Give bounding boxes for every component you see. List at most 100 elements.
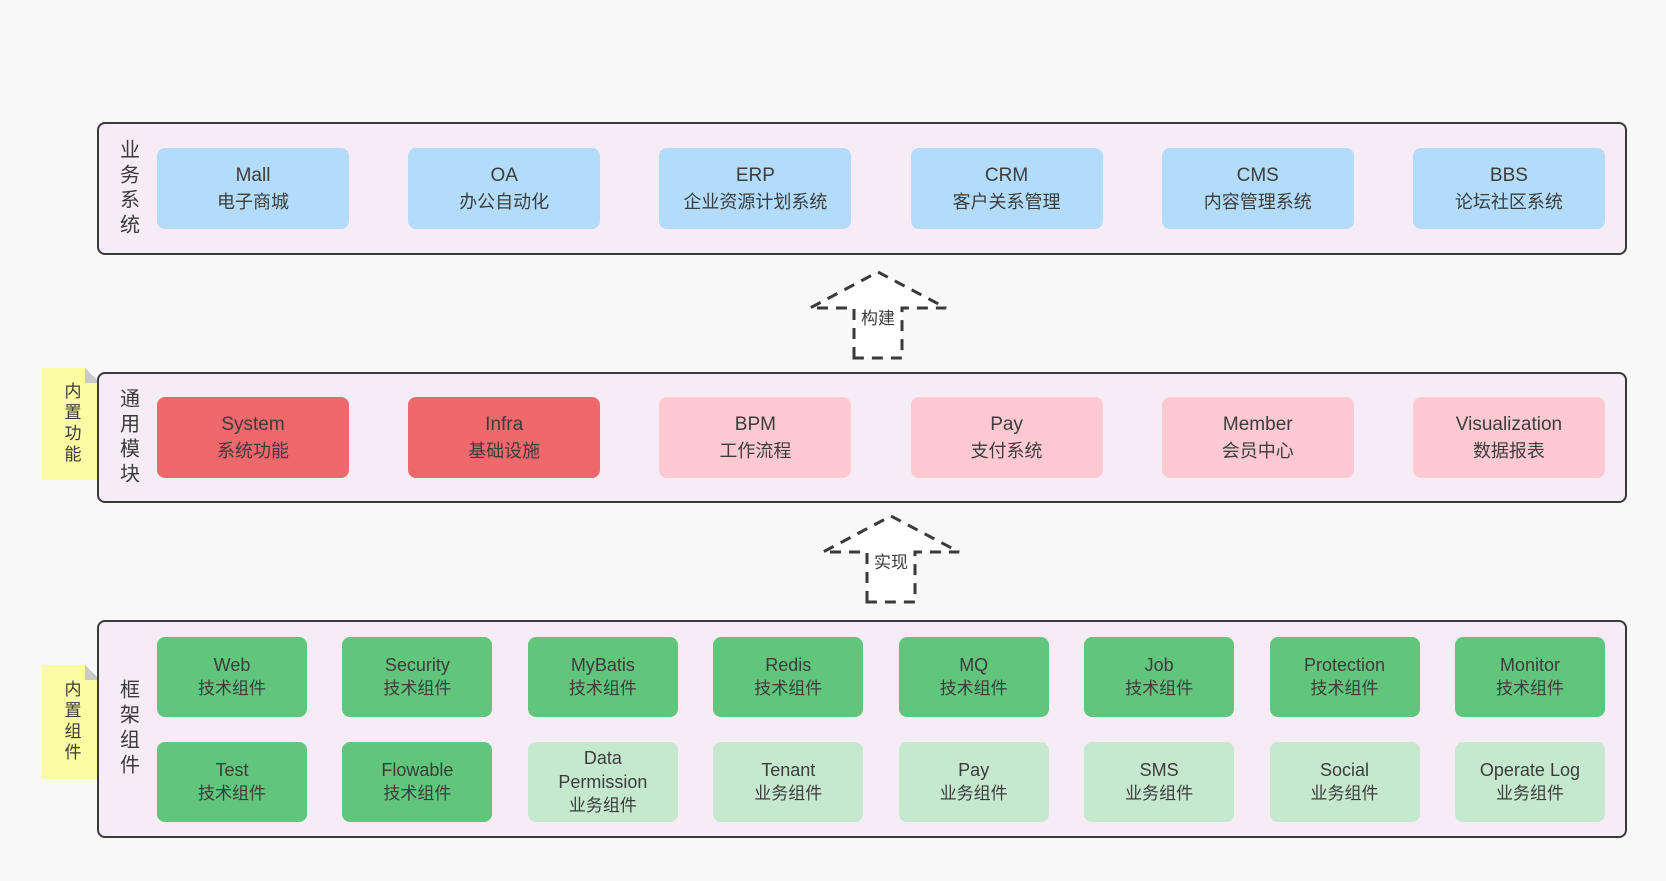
box-subtitle: 企业资源计划系统 <box>683 191 828 212</box>
band-business-content: Mall 电子商城 OA 办公自动化 ERP 企业资源计划系统 CRM 客户关系… <box>157 124 1625 253</box>
box-subtitle: 业务组件 <box>754 783 823 803</box>
box-subtitle: 业务组件 <box>1125 783 1194 803</box>
box-member: Member 会员中心 <box>1161 397 1354 478</box>
box-erp: ERP 企业资源计划系统 <box>659 148 852 229</box>
box-title: Member <box>1222 413 1293 435</box>
box-mybatis: MyBatis 技术组件 <box>527 636 678 717</box>
folded-corner-icon <box>85 368 100 383</box>
box-subtitle: 业务组件 <box>939 783 1008 803</box>
band-framework-components: 框架组件 Web 技术组件 Security 技术组件 MyBatis 技术组件… <box>97 620 1627 838</box>
sticky-note-builtin-components: 内置组件 <box>42 665 100 779</box>
box-mall: Mall 电子商城 <box>157 148 349 229</box>
box-title: BBS <box>1489 164 1528 186</box>
box-subtitle: 技术组件 <box>198 783 266 803</box>
box-protection: Protection 技术组件 <box>1269 636 1420 717</box>
box-title: OA <box>490 164 518 186</box>
arrow-build: 构建 <box>808 268 948 360</box>
box-title: Security <box>384 654 450 675</box>
box-title: MQ <box>959 654 989 675</box>
arrow-implement: 实现 <box>821 512 961 604</box>
box-subtitle: 技术组件 <box>754 678 823 698</box>
folded-corner-icon <box>85 665 100 680</box>
arrow-build-label: 构建 <box>858 304 898 329</box>
box-subtitle: 客户关系管理 <box>952 191 1061 212</box>
box-subtitle: 工作流程 <box>719 440 792 461</box>
box-subtitle: 技术组件 <box>383 783 452 803</box>
box-subtitle: 业务组件 <box>1495 783 1564 803</box>
box-subtitle: 内容管理系统 <box>1203 191 1312 212</box>
box-bpm: BPM 工作流程 <box>659 397 852 478</box>
box-title: Redis <box>765 654 812 675</box>
box-title: Tenant <box>761 759 816 780</box>
arrow-implement-label: 实现 <box>871 548 911 573</box>
box-subtitle: 电子商城 <box>217 191 289 212</box>
box-cms: CMS 内容管理系统 <box>1161 148 1354 229</box>
box-data-permission: Data Permission 业务组件 <box>527 741 678 822</box>
box-job: Job 技术组件 <box>1084 636 1235 717</box>
box-title: Pay <box>990 413 1023 435</box>
box-redis: Redis 技术组件 <box>713 636 864 717</box>
box-subtitle: 业务组件 <box>1310 783 1379 803</box>
box-bbs: BBS 论坛社区系统 <box>1412 148 1605 229</box>
box-social: Social 业务组件 <box>1269 741 1420 822</box>
box-sms: SMS 业务组件 <box>1084 741 1235 822</box>
box-subtitle: 办公自动化 <box>459 191 550 212</box>
box-title: Protection <box>1304 654 1386 675</box>
box-web: Web 技术组件 <box>157 636 307 717</box>
box-title: Operate Log <box>1479 759 1580 780</box>
box-subtitle: 技术组件 <box>568 678 637 698</box>
box-subtitle: 技术组件 <box>1125 678 1194 698</box>
common-box-row: System 系统功能 Infra 基础设施 BPM 工作流程 Pay 支付系统… <box>157 397 1605 478</box>
box-subtitle: 会员中心 <box>1221 440 1294 461</box>
band-common-modules: 通用模块 System 系统功能 Infra 基础设施 BPM 工作流程 Pay <box>97 372 1627 503</box>
box-infra: Infra 基础设施 <box>408 397 601 478</box>
box-title: Monitor <box>1499 654 1560 675</box>
box-title: Web <box>213 654 251 675</box>
business-box-row: Mall 电子商城 OA 办公自动化 ERP 企业资源计划系统 CRM 客户关系… <box>157 148 1605 229</box>
box-title: Visualization <box>1455 413 1563 435</box>
box-oa: OA 办公自动化 <box>408 148 601 229</box>
box-subtitle: 技术组件 <box>198 678 266 698</box>
band-label-business-systems: 业务系统 <box>99 124 157 253</box>
box-subtitle: 技术组件 <box>939 678 1008 698</box>
box-subtitle: 支付系统 <box>970 440 1043 461</box>
band-label-text: 业务系统 <box>116 138 139 239</box>
box-title: Test <box>215 759 249 780</box>
box-pay-business: Pay 业务组件 <box>898 741 1049 822</box>
band-business-systems: 业务系统 Mall 电子商城 OA 办公自动化 ERP 企业资源计划系统 CRM <box>97 122 1627 255</box>
box-security: Security 技术组件 <box>342 636 493 717</box>
box-title: ERP <box>735 164 775 186</box>
box-subtitle: 系统功能 <box>217 440 289 461</box>
box-subtitle: 数据报表 <box>1472 440 1545 461</box>
box-mq: MQ 技术组件 <box>898 636 1049 717</box>
box-title: System <box>221 413 285 435</box>
box-title: SMS <box>1139 759 1179 780</box>
box-system: System 系统功能 <box>157 397 349 478</box>
sticky-note-builtin-features: 内置功能 <box>42 368 100 480</box>
box-title: Infra <box>485 413 524 435</box>
band-common-content: System 系统功能 Infra 基础设施 BPM 工作流程 Pay 支付系统… <box>157 374 1625 501</box>
box-tenant: Tenant 业务组件 <box>713 741 864 822</box>
box-title: MyBatis <box>570 654 635 675</box>
box-title: Flowable <box>381 759 454 780</box>
box-pay: Pay 支付系统 <box>910 397 1103 478</box>
box-title: Mall <box>235 164 271 186</box>
box-subtitle: 技术组件 <box>383 678 452 698</box>
band-label-framework-components: 框架组件 <box>99 622 157 836</box>
box-subtitle: 基础设施 <box>468 440 541 461</box>
band-label-common-modules: 通用模块 <box>99 374 157 501</box>
sticky-note-text: 内置组件 <box>61 680 81 764</box>
box-test: Test 技术组件 <box>157 741 307 822</box>
band-framework-content: Web 技术组件 Security 技术组件 MyBatis 技术组件 Redi… <box>157 622 1625 836</box>
box-title: Job <box>1144 654 1174 675</box>
band-label-text: 通用模块 <box>116 387 139 488</box>
framework-box-row-1: Web 技术组件 Security 技术组件 MyBatis 技术组件 Redi… <box>157 636 1605 717</box>
box-operate-log: Operate Log 业务组件 <box>1454 741 1605 822</box>
band-label-text: 框架组件 <box>116 679 139 779</box>
box-title: Data Permission <box>558 747 648 792</box>
box-subtitle: 业务组件 <box>568 795 637 815</box>
box-title: Pay <box>958 759 990 780</box>
box-title: CRM <box>984 164 1029 186</box>
box-visualization: Visualization 数据报表 <box>1412 397 1605 478</box>
